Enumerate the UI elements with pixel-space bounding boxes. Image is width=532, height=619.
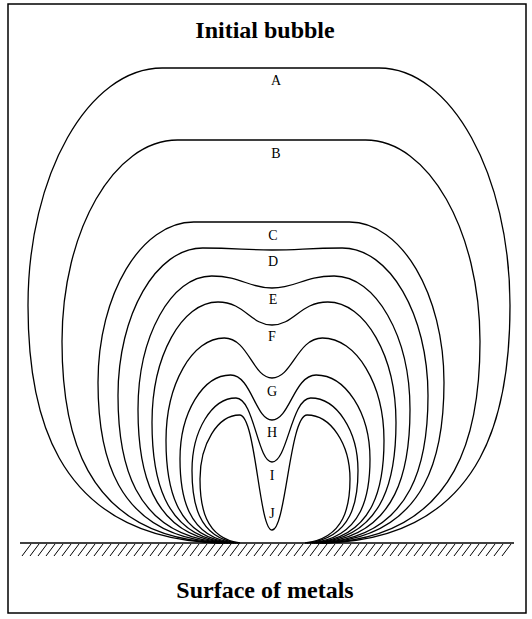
contour-letter: A bbox=[270, 74, 282, 88]
hatch-line bbox=[294, 544, 303, 556]
hatch-line bbox=[382, 544, 391, 556]
hatch-line bbox=[22, 544, 31, 556]
hatch-line bbox=[398, 544, 407, 556]
hatch-line bbox=[126, 544, 135, 556]
hatch-line bbox=[174, 544, 183, 556]
hatch-line bbox=[238, 544, 247, 556]
hatch-line bbox=[78, 544, 87, 556]
hatch-line bbox=[502, 544, 511, 556]
surface-label: Surface of metals bbox=[176, 578, 353, 602]
hatch-line bbox=[270, 544, 279, 556]
hatch-line bbox=[38, 544, 47, 556]
hatch-line bbox=[198, 544, 207, 556]
hatch-line bbox=[54, 544, 63, 556]
hatch-line bbox=[246, 544, 255, 556]
hatch-line bbox=[86, 544, 95, 556]
hatch-line bbox=[134, 544, 143, 556]
hatch-line bbox=[390, 544, 399, 556]
contour-letter: I bbox=[269, 469, 276, 483]
hatch-line bbox=[110, 544, 119, 556]
hatch-line bbox=[486, 544, 495, 556]
hatch-line bbox=[62, 544, 71, 556]
bubble-contour bbox=[28, 68, 510, 543]
contour-letter: G bbox=[266, 385, 278, 399]
bubble-contour bbox=[200, 415, 350, 543]
hatch-line bbox=[190, 544, 199, 556]
metal-surface bbox=[20, 542, 514, 544]
hatch-line bbox=[150, 544, 159, 556]
bubble-contour bbox=[166, 338, 384, 543]
bubble-contour bbox=[138, 276, 410, 543]
surface-hatching bbox=[22, 544, 511, 556]
figure-title: Initial bubble bbox=[195, 18, 334, 42]
hatch-line bbox=[222, 544, 231, 556]
hatch-line bbox=[182, 544, 191, 556]
bubble-contour bbox=[118, 248, 428, 543]
hatch-line bbox=[206, 544, 215, 556]
hatch-line bbox=[118, 544, 127, 556]
hatch-line bbox=[318, 544, 327, 556]
hatch-line bbox=[454, 544, 463, 556]
hatch-line bbox=[70, 544, 79, 556]
hatch-line bbox=[494, 544, 503, 556]
hatch-line bbox=[310, 544, 319, 556]
bubble-contour bbox=[180, 375, 370, 543]
hatch-line bbox=[446, 544, 455, 556]
hatch-line bbox=[422, 544, 431, 556]
hatch-line bbox=[478, 544, 487, 556]
hatch-line bbox=[374, 544, 383, 556]
hatch-line bbox=[342, 544, 351, 556]
hatch-line bbox=[230, 544, 239, 556]
frame bbox=[8, 4, 526, 613]
hatch-line bbox=[142, 544, 151, 556]
hatch-line bbox=[350, 544, 359, 556]
hatch-line bbox=[358, 544, 367, 556]
hatch-line bbox=[414, 544, 423, 556]
bubble-contour bbox=[152, 302, 396, 543]
hatch-line bbox=[302, 544, 311, 556]
hatch-line bbox=[158, 544, 167, 556]
hatch-line bbox=[278, 544, 287, 556]
contour-letter: E bbox=[268, 293, 279, 307]
bubble-contours bbox=[28, 68, 510, 543]
bubble-contour bbox=[62, 140, 480, 543]
hatch-line bbox=[286, 544, 295, 556]
bubble-contour bbox=[192, 398, 358, 543]
hatch-line bbox=[334, 544, 343, 556]
hatch-line bbox=[462, 544, 471, 556]
hatch-line bbox=[430, 544, 439, 556]
hatch-line bbox=[254, 544, 263, 556]
contour-letter: C bbox=[267, 229, 278, 243]
contour-letter: F bbox=[267, 330, 277, 344]
hatch-line bbox=[94, 544, 103, 556]
contour-letter: B bbox=[270, 147, 281, 161]
contour-letter: H bbox=[266, 426, 278, 440]
hatch-line bbox=[30, 544, 39, 556]
hatch-line bbox=[366, 544, 375, 556]
hatch-line bbox=[470, 544, 479, 556]
hatch-line bbox=[46, 544, 55, 556]
hatch-line bbox=[262, 544, 271, 556]
hatch-line bbox=[326, 544, 335, 556]
hatch-line bbox=[214, 544, 223, 556]
hatch-line bbox=[406, 544, 415, 556]
contour-letter: J bbox=[268, 507, 275, 521]
hatch-line bbox=[438, 544, 447, 556]
contour-letter: D bbox=[267, 255, 279, 269]
hatch-line bbox=[166, 544, 175, 556]
bubble-contour bbox=[98, 222, 444, 543]
hatch-line bbox=[102, 544, 111, 556]
